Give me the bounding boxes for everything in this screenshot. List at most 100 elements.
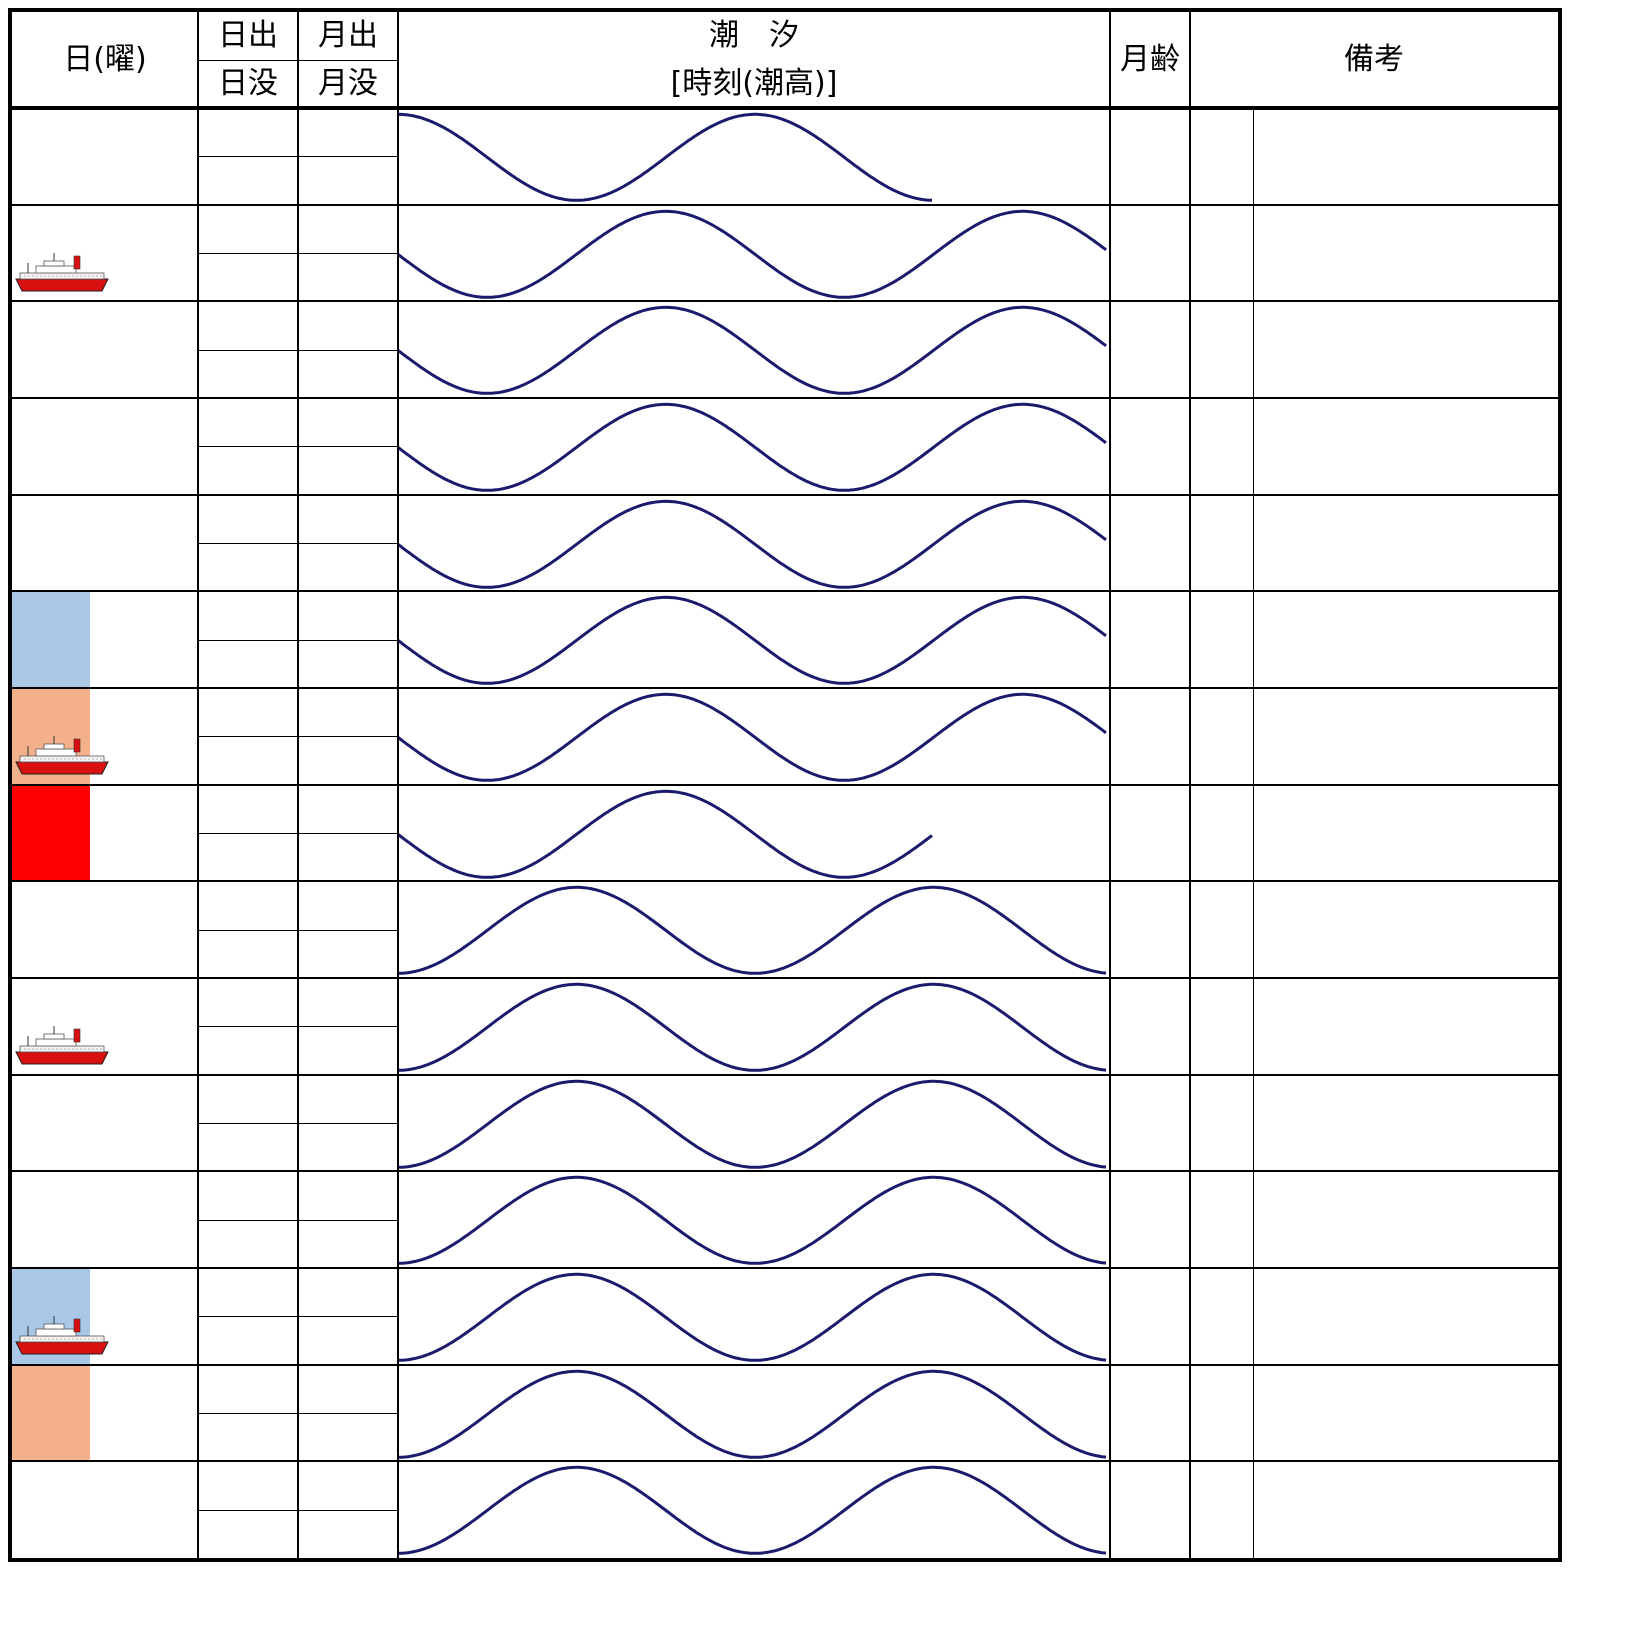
high-tide-label	[757, 402, 937, 438]
moonset-time	[298, 446, 398, 494]
high-tide-label	[575, 1079, 755, 1115]
sunset-time	[198, 640, 298, 688]
moonrise-time	[298, 495, 398, 543]
header-tide-subtitle: [時刻(潮高)]	[670, 66, 838, 101]
tide-curve	[398, 209, 1107, 299]
row-half-line	[198, 349, 398, 351]
tide-wave	[398, 209, 1107, 299]
moon-age	[1110, 495, 1190, 592]
low-tide-label	[397, 1419, 577, 1455]
low-tide-label	[397, 1516, 577, 1552]
low-tide-label	[575, 452, 755, 488]
low-tide-label	[397, 1129, 577, 1165]
header-tide-title: 潮 汐	[709, 18, 799, 53]
sunset-time	[198, 833, 298, 881]
tide-curve	[398, 306, 1107, 396]
row-half-line	[198, 929, 398, 931]
day-number	[30, 980, 90, 1020]
high-tide-label	[931, 982, 1111, 1018]
row-divider	[12, 300, 1558, 303]
port-status	[109, 1316, 189, 1356]
sunset-time	[198, 543, 298, 591]
high-tide-label	[575, 1272, 755, 1308]
moon-age	[1110, 1075, 1190, 1172]
row-half-line	[198, 1413, 398, 1415]
day-number	[30, 207, 90, 247]
tide-curve	[398, 1079, 1107, 1169]
high-tide-label	[757, 692, 937, 728]
row-divider	[12, 783, 1558, 786]
weekday	[122, 1173, 172, 1213]
moon-age	[1110, 205, 1190, 302]
tide-wave	[398, 112, 932, 202]
sunset-time	[198, 350, 298, 398]
low-tide-label	[757, 1226, 937, 1262]
tide-curve	[398, 402, 1107, 492]
moon-age	[1110, 785, 1190, 882]
tide-curve	[398, 1466, 1107, 1556]
holiday-name	[1253, 785, 1553, 833]
low-tide-label	[757, 1516, 937, 1552]
moonrise-time	[298, 688, 398, 736]
rokuyo	[1190, 495, 1261, 543]
row-half-line	[198, 639, 398, 641]
day-number	[30, 400, 90, 440]
high-tide-label	[401, 209, 581, 245]
row-divider	[12, 1170, 1558, 1173]
tide-wave	[398, 1466, 1107, 1556]
weekday	[122, 593, 172, 633]
row-divider	[12, 1460, 1558, 1463]
moonset-time	[298, 1123, 398, 1171]
moonrise-time	[298, 881, 398, 929]
low-tide-label	[757, 162, 937, 198]
day-number	[30, 787, 90, 827]
sunrise-time	[198, 688, 298, 736]
low-tide-label	[931, 259, 1111, 295]
row-half-line	[198, 156, 398, 158]
weekday	[122, 110, 172, 150]
high-tide-label	[571, 112, 751, 148]
high-tide-label	[931, 885, 1111, 921]
moonrise-time	[298, 1075, 398, 1123]
rokuyo	[1190, 1461, 1261, 1509]
row-half-line	[198, 1316, 398, 1318]
rokuyo	[1190, 591, 1261, 639]
tide-type	[1190, 640, 1261, 688]
sunrise-time	[198, 398, 298, 446]
tide-wave	[398, 1272, 1107, 1362]
port-status	[109, 736, 189, 776]
tide-curve	[398, 982, 1107, 1072]
sunrise-time	[198, 1365, 298, 1413]
day-number	[30, 110, 90, 150]
tide-curve	[398, 499, 1107, 589]
weekday	[122, 883, 172, 923]
sunrise-time	[198, 301, 298, 349]
weekday	[122, 1463, 172, 1503]
port-status	[109, 253, 189, 293]
tide-type	[1190, 1123, 1261, 1171]
tide-wave	[398, 306, 1107, 396]
high-tide-label	[931, 1369, 1111, 1405]
tide-curve	[398, 886, 1107, 976]
low-tide-label	[757, 936, 937, 972]
tide-wave	[398, 1176, 1107, 1266]
sunrise-time	[198, 591, 298, 639]
low-tide-label	[575, 356, 755, 392]
rokuyo	[1190, 108, 1261, 156]
row-half-line	[198, 736, 398, 738]
tide-curve	[398, 1272, 1107, 1362]
moonset-time	[298, 640, 398, 688]
high-tide-label	[575, 982, 755, 1018]
ship-icon	[15, 1026, 109, 1065]
sunrise-time	[198, 1075, 298, 1123]
low-tide-label	[575, 839, 755, 875]
rokuyo	[1190, 301, 1261, 349]
tide-type	[1190, 543, 1261, 591]
moon-age	[1110, 1268, 1190, 1365]
rokuyo	[1190, 1171, 1261, 1219]
sunrise-time	[198, 785, 298, 833]
rokuyo	[1190, 1268, 1261, 1316]
sunset-time	[198, 1316, 298, 1364]
high-tide-label	[757, 789, 937, 825]
moonrise-time	[298, 1268, 398, 1316]
